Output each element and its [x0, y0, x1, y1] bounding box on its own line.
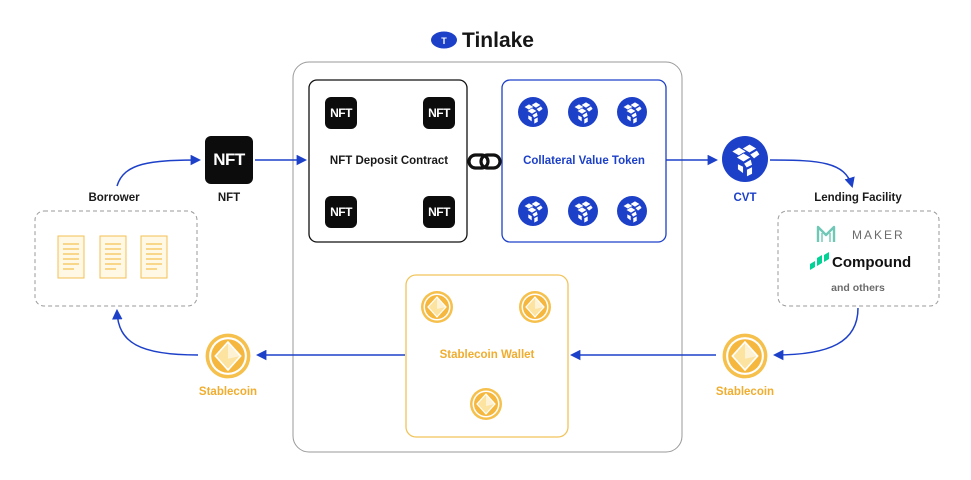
brand-title: Tinlake: [462, 29, 534, 52]
stablecoin-right-icon: [721, 332, 769, 380]
stablecoin-icon: [518, 290, 552, 324]
compound-label: Compound: [832, 254, 912, 271]
maker-logo-icon: [816, 225, 836, 242]
collateral-value-token-box: [501, 79, 667, 243]
borrower-box: [34, 210, 198, 307]
lending-facility-label: Lending Facility: [814, 192, 902, 204]
document-icon: [140, 235, 168, 279]
stablecoin-left-label: Stablecoin: [198, 386, 258, 398]
nft-icon: NFT: [423, 196, 455, 228]
nft-icon: NFT: [325, 97, 357, 129]
nft-icon: NFT: [205, 136, 253, 184]
svg-text:T: T: [441, 36, 447, 46]
stablecoin-wallet-label: Stablecoin Wallet: [439, 349, 535, 361]
nft-label: NFT: [217, 192, 241, 204]
nft-icon: NFT: [423, 97, 455, 129]
cvt-token-icon: [567, 96, 599, 128]
document-icon: [99, 235, 127, 279]
cvt-token-icon: [616, 96, 648, 128]
cvt-token-icon: [567, 195, 599, 227]
stablecoin-wallet-box: [405, 274, 569, 438]
stablecoin-right-label: Stablecoin: [715, 386, 775, 398]
document-icon: [57, 235, 85, 279]
nft-deposit-contract-box: [308, 79, 468, 243]
cvt-token-icon: [616, 195, 648, 227]
and-others-label: and others: [831, 282, 885, 294]
stablecoin-icon: [469, 387, 503, 421]
stablecoin-icon: [420, 290, 454, 324]
cvt-label: CVT: [733, 192, 757, 204]
arrow-stablecoin-to-borrower: [112, 308, 199, 356]
collateral-value-token-label: Collateral Value Token: [523, 155, 645, 167]
borrower-label: Borrower: [88, 192, 140, 204]
arrow-borrower-to-nft: [116, 154, 202, 187]
lending-facility-box: [777, 210, 940, 307]
tinlake-logo-icon: T: [431, 31, 457, 49]
cvt-icon: [722, 136, 768, 182]
arrow-cvt-to-lending: [769, 159, 855, 189]
stablecoin-left-icon: [204, 332, 252, 380]
tinlake-container: [292, 61, 683, 453]
compound-logo-icon: [810, 252, 829, 270]
arrow-lending-to-stablecoin: [772, 307, 859, 361]
nft-icon: NFT: [325, 196, 357, 228]
cvt-token-icon: [517, 195, 549, 227]
cvt-token-icon: [517, 96, 549, 128]
nft-deposit-contract-label: NFT Deposit Contract: [329, 155, 449, 167]
maker-label: MAKER: [852, 228, 905, 242]
chain-link-icon: [467, 153, 502, 170]
